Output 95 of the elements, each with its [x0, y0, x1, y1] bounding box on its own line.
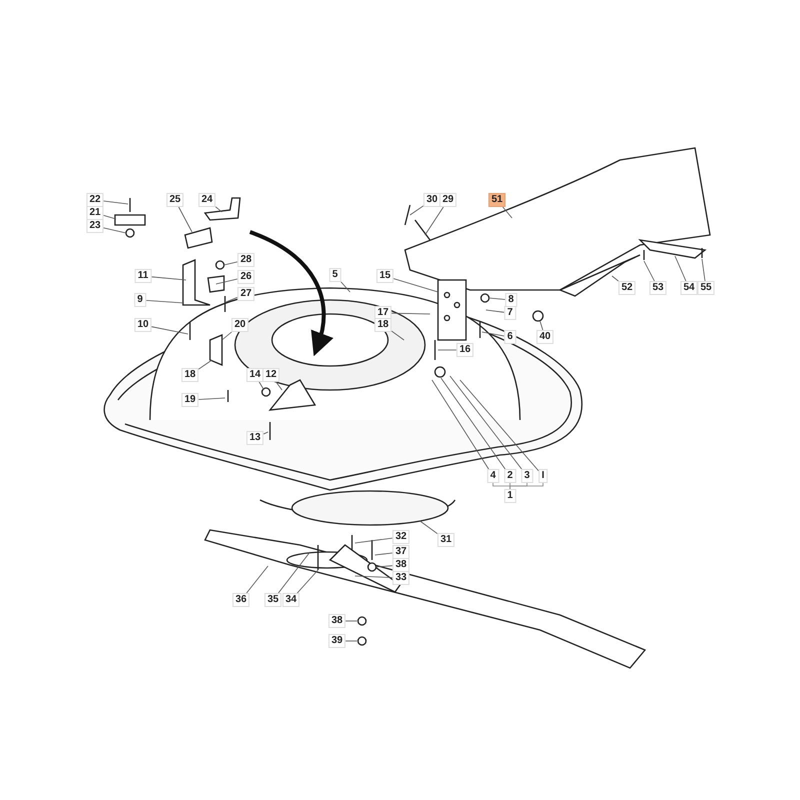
leader-line: [215, 206, 222, 212]
leader-line: [674, 256, 686, 282]
leader-line: [345, 620, 358, 622]
callout-number: 15: [376, 269, 394, 283]
leader-line: [502, 206, 512, 218]
leader-line: [410, 205, 424, 216]
leader-line: [354, 538, 393, 544]
callout-number: 38: [328, 614, 346, 628]
callout-number: I: [538, 469, 548, 483]
callout-number: 32: [392, 530, 410, 544]
callout-number: 53: [649, 281, 667, 295]
callout-number: 51: [488, 193, 506, 207]
callout-number: 6: [504, 330, 516, 344]
leader-line: [354, 576, 393, 578]
leader-line: [420, 520, 438, 534]
leader-line: [488, 298, 506, 300]
callout-number: 8: [505, 293, 517, 307]
callout-number: 52: [618, 281, 636, 295]
callout-number: 36: [232, 593, 250, 607]
callout-number: 28: [237, 253, 255, 267]
callout-number: 55: [697, 281, 715, 295]
leader-line: [178, 206, 192, 232]
callout-number: 11: [134, 269, 152, 283]
leader-line: [216, 278, 238, 284]
callout-number: 4: [487, 469, 499, 483]
leader-line: [424, 206, 444, 236]
leader-line: [246, 566, 268, 594]
callout-number: 40: [536, 330, 554, 344]
leader-line: [391, 312, 430, 314]
callout-number: 18: [374, 318, 392, 332]
callout-number: 27: [237, 287, 255, 301]
leader-line: [103, 228, 126, 234]
leader-line: [103, 215, 116, 220]
callout-number: 39: [328, 634, 346, 648]
leader-line: [486, 310, 505, 313]
callout-number: 22: [86, 193, 104, 207]
leader-line: [450, 376, 522, 470]
leader-line: [702, 258, 706, 282]
callout-number: 26: [237, 270, 255, 284]
leader-line: [258, 382, 264, 390]
callout-number: 38: [392, 558, 410, 572]
callout-number: 10: [134, 318, 152, 332]
leader-line: [145, 300, 184, 304]
callout-number: 29: [439, 193, 457, 207]
leader-line: [376, 565, 393, 568]
leader-line: [226, 297, 238, 302]
leader-line: [440, 378, 506, 470]
callout-number: 33: [392, 571, 410, 585]
leader-line: [198, 398, 226, 400]
leader-line: [340, 281, 350, 292]
leader-line: [612, 276, 619, 282]
leader-line: [103, 200, 128, 204]
callout-number: 25: [166, 193, 184, 207]
leader-line: [460, 380, 539, 472]
leader-line: [644, 260, 655, 282]
callout-number: 31: [437, 533, 455, 547]
leader-line: [222, 332, 232, 340]
callout-number: 16: [456, 343, 474, 357]
callout-number: 1: [504, 489, 516, 503]
leader-line: [482, 332, 505, 336]
callout-number: 18: [181, 368, 199, 382]
callout-number: 30: [423, 193, 441, 207]
leader-line: [150, 276, 186, 280]
leader-line: [296, 570, 318, 594]
callout-number: 19: [181, 393, 199, 407]
callout-number: 12: [262, 368, 280, 382]
callout-number: 2: [504, 469, 516, 483]
callout-number: 54: [680, 281, 698, 295]
callout-number: 13: [246, 431, 264, 445]
callout-number: 5: [329, 268, 341, 282]
leader-line: [540, 320, 544, 330]
leader-line: [198, 360, 212, 370]
leader-line: [345, 640, 358, 642]
callout-number: 34: [282, 593, 300, 607]
bracket-line: [510, 482, 544, 490]
callout-number: 21: [86, 206, 104, 220]
callout-number: 24: [198, 193, 216, 207]
callout-number: 37: [392, 545, 410, 559]
callout-number: 7: [504, 306, 516, 320]
callout-number: 9: [134, 293, 146, 307]
callout-number: 20: [231, 318, 249, 332]
callout-number: 14: [246, 368, 264, 382]
bracket-line: [492, 482, 510, 490]
leader-line: [391, 330, 404, 340]
leader-line: [263, 432, 268, 434]
leader-line: [393, 278, 438, 292]
callout-number: 3: [521, 469, 533, 483]
leader-line: [374, 552, 393, 556]
leader-line: [276, 382, 282, 390]
leader-line: [432, 380, 489, 470]
leader-line: [278, 552, 310, 594]
leader-line: [151, 326, 188, 334]
callout-number: 23: [86, 219, 104, 233]
callout-number: 35: [264, 593, 282, 607]
leader-line: [224, 262, 238, 266]
